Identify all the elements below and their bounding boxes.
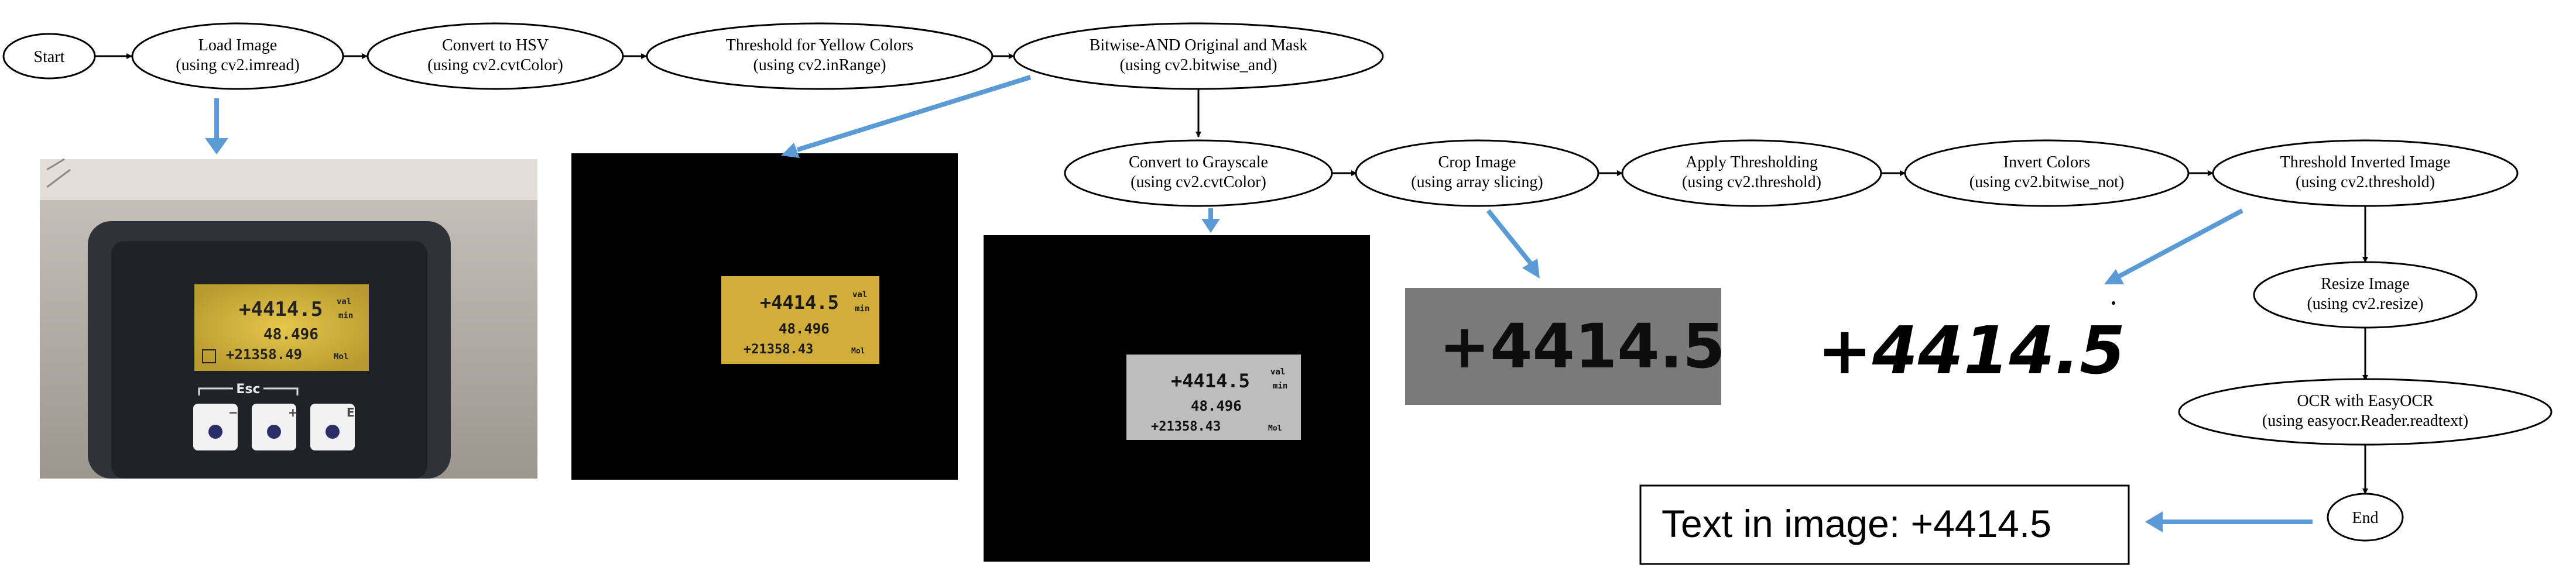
original-lcd-screen [194,284,369,371]
node-threshold-yellow-label: Threshold for Yellow Colors [726,36,913,54]
blue-arrow-and-to-masked [781,75,1032,158]
node-convert-grayscale: Convert to Grayscale (using cv2.cvtColor… [1064,139,1333,207]
original-lcd-secondary-value: 48.496 [263,326,318,343]
blue-arrows [205,75,2313,532]
node-apply-thresholding-label: Apply Thresholding [1686,153,1818,171]
node-threshold-inverted-label: Threshold Inverted Image [2280,153,2451,171]
node-resize-image-label: Resize Image [2321,275,2410,293]
masked-image: +4414.5 val min 48.496 +21358.43 Mol [571,153,958,480]
masked-lcd-screen [721,276,879,364]
original-lcd-main-value: +4414.5 [239,298,323,321]
node-crop-image-sub: (using array slicing) [1411,173,1543,191]
node-load-image-label: Load Image [198,36,278,54]
original-lcd-total-value: +21358.49 [226,346,302,363]
blue-arrow-crop-to-cropped [1486,209,1540,278]
grayscale-lcd-unit-bottom: Mol [1268,424,1282,433]
blue-arrow-load-to-photo [205,98,228,154]
keypad-plus-label: + [288,405,298,419]
node-crop-image-label: Crop Image [1438,153,1516,171]
node-bitwise-and: Bitwise-AND Original and Mask (using cv2… [1013,22,1384,90]
binary-value: +4414.5 [1817,313,2125,389]
original-lcd-unit-top: val [337,297,351,307]
node-convert-hsv: Convert to HSV (using cv2.cvtColor) [366,22,624,90]
node-invert-colors-sub: (using cv2.bitwise_not) [1969,173,2124,191]
node-threshold-yellow: Threshold for Yellow Colors (using cv2.i… [646,22,994,90]
result-box: Text in image: +4414.5 [1639,484,2130,565]
masked-lcd-unit-bottom: Mol [851,347,865,356]
node-load-image-sub: (using cv2.imread) [176,56,300,74]
node-threshold-inverted-sub: (using cv2.threshold) [2296,173,2435,191]
original-lcd-unit-mid: min [338,311,353,321]
node-start-label: Start [34,48,65,66]
keypad: Esc − + E [193,382,355,450]
node-ocr-easyocr: OCR with EasyOCR (using easyocr.Reader.r… [2178,378,2553,446]
grayscale-lcd-main-value: +4414.5 [1171,370,1250,392]
grayscale-lcd-screen [1126,355,1301,440]
masked-lcd-unit-top: val [852,290,867,300]
node-resize-image: Resize Image (using cv2.resize) [2253,261,2478,329]
masked-lcd-unit-mid: min [855,304,869,314]
node-apply-thresholding-sub: (using cv2.threshold) [1682,173,1821,191]
grayscale-lcd-secondary-value: 48.496 [1191,398,1242,414]
node-ocr-easyocr-label: OCR with EasyOCR [2297,392,2434,410]
blue-arrow-threshinv-to-binary [2104,208,2243,284]
keypad-minus-label: − [228,405,238,419]
node-ocr-easyocr-sub: (using easyocr.Reader.readtext) [2262,412,2468,430]
node-bitwise-and-sub: (using cv2.bitwise_and) [1119,56,1277,74]
grayscale-lcd-total-value: +21358.43 [1151,419,1221,434]
node-resize-image-sub: (using cv2.resize) [2307,295,2423,313]
node-end-label: End [2352,509,2378,527]
node-end: End [2327,493,2404,542]
flow-edges [95,53,2368,494]
grayscale-lcd-unit-mid: min [1273,381,1287,391]
masked-lcd-secondary-value: 48.496 [779,321,830,337]
node-threshold-yellow-sub: (using cv2.inRange) [753,56,886,74]
node-load-image: Load Image (using cv2.imread) [131,22,344,90]
thresholded-resized-image: +4414.5 [1809,282,2125,399]
node-crop-image: Crop Image (using array slicing) [1355,139,1599,207]
node-convert-grayscale-label: Convert to Grayscale [1129,153,1268,171]
node-start: Start [2,33,96,80]
original-photo: +4414.5 val min 48.496 +21358.49 Mol Esc… [40,158,537,479]
node-invert-colors-label: Invert Colors [2003,153,2091,171]
masked-lcd-total-value: +21358.43 [744,342,813,357]
keypad-esc-label: Esc [236,382,260,397]
node-convert-hsv-label: Convert to HSV [442,36,549,54]
keypad-enter-label: E [347,405,355,419]
node-apply-thresholding: Apply Thresholding (using cv2.threshold) [1621,139,1882,207]
blue-arrow-end-to-result [2145,511,2313,532]
original-lcd-unit-bottom: Mol [334,352,348,362]
cropped-value: +4414.5 [1439,311,1725,382]
node-convert-grayscale-sub: (using cv2.cvtColor) [1131,173,1266,191]
grayscale-image: +4414.5 val min 48.496 +21358.43 Mol [984,235,1370,562]
grayscale-lcd-unit-top: val [1270,367,1285,377]
masked-lcd-main-value: +4414.5 [760,291,839,314]
blue-arrow-gray-to-grayscale [1201,208,1220,233]
result-text: Text in image: +4414.5 [1662,502,2051,545]
node-convert-hsv-sub: (using cv2.cvtColor) [427,56,563,74]
cropped-image: +4414.5 [1405,288,1725,405]
node-bitwise-and-label: Bitwise-AND Original and Mask [1090,36,1308,54]
node-invert-colors: Invert Colors (using cv2.bitwise_not) [1904,139,2190,207]
node-threshold-inverted: Threshold Inverted Image (using cv2.thre… [2212,139,2519,207]
